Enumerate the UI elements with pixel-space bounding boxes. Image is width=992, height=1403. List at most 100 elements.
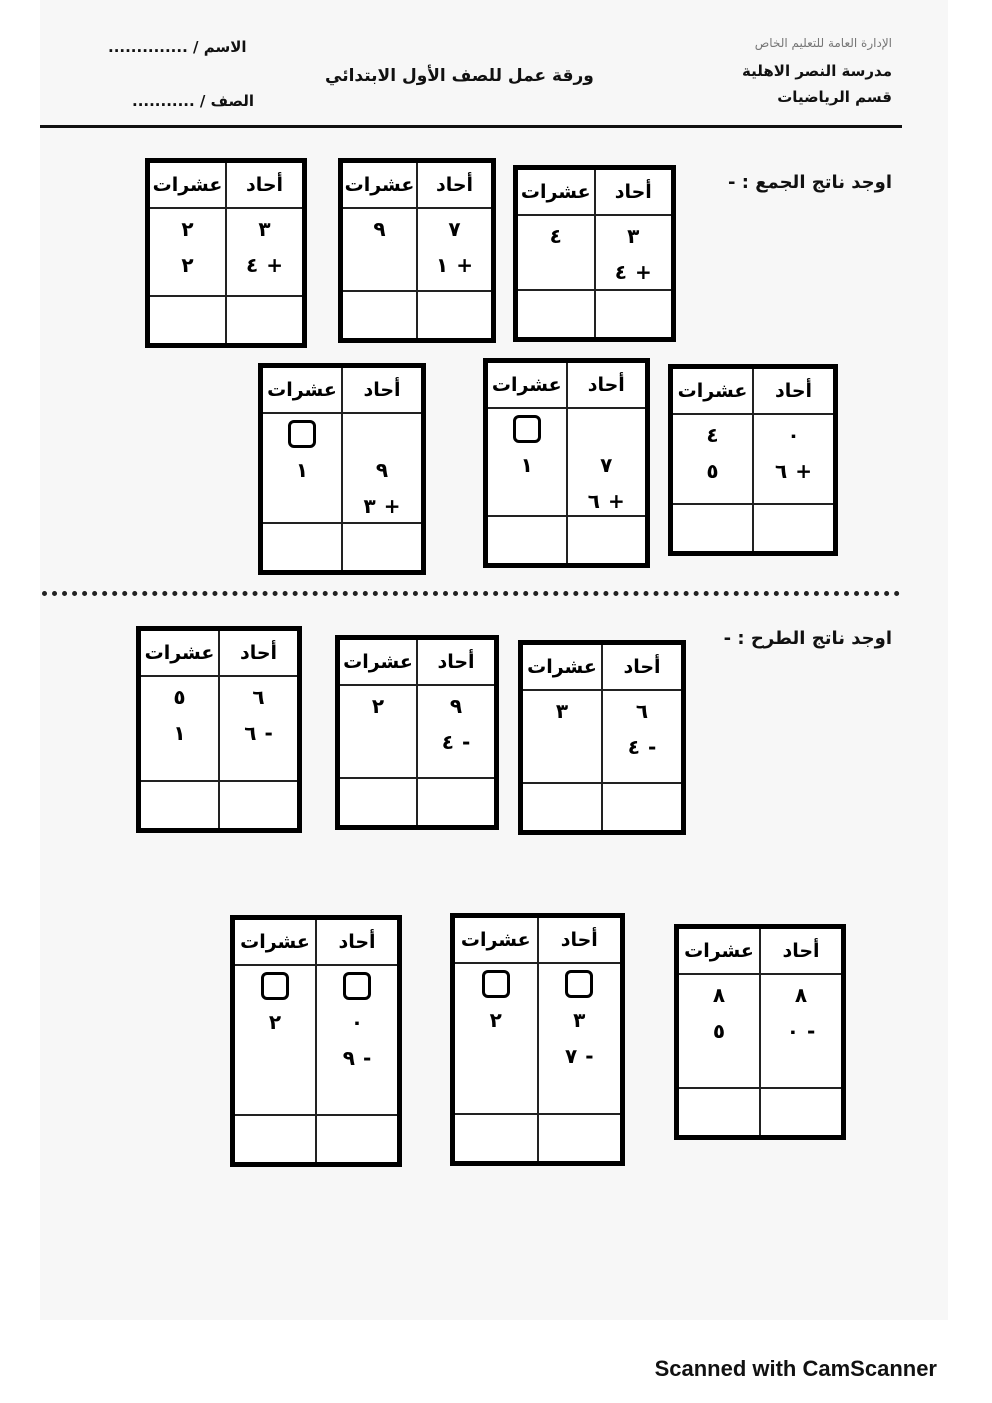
answer-row [455, 1115, 620, 1161]
carry-box[interactable] [261, 972, 289, 1000]
tens-answer-cell[interactable] [518, 291, 594, 337]
operator-sign: + [607, 489, 625, 513]
carry-box[interactable] [481, 970, 510, 998]
ones-digit: ٤ [441, 730, 454, 754]
answer-row [343, 292, 491, 338]
ones-header: أحاد [218, 631, 297, 675]
ones-header: أحاد [752, 369, 833, 413]
tens-answer-cell[interactable] [340, 779, 416, 825]
tens-answer-cell[interactable] [679, 1089, 759, 1135]
digit-line: ٣ [627, 222, 639, 250]
answer-row [679, 1089, 841, 1135]
tens-answer-cell[interactable] [673, 505, 752, 551]
tens-answer-cell[interactable] [263, 524, 341, 570]
digit-line: ٧- [565, 1042, 594, 1070]
ones-header: أحاد [225, 163, 302, 207]
digit-line: ٩ [450, 692, 462, 720]
digit-line: ١ [521, 451, 533, 479]
tens-column: ٢ [235, 966, 315, 1114]
ones-answer-cell[interactable] [759, 1089, 841, 1135]
section-divider [42, 591, 900, 596]
operator-sign: + [456, 253, 473, 277]
tens-digit: ١ [520, 453, 533, 477]
digit-line: ٣ [258, 215, 270, 243]
tens-digit: ٤ [706, 423, 719, 447]
table-body: ٩ ٤- ٢ [340, 686, 494, 779]
tens-answer-cell[interactable] [523, 784, 601, 830]
digit-line: ٥ [173, 683, 185, 711]
tens-column: ١ [263, 414, 341, 522]
digit-line: ٠ [351, 1008, 363, 1036]
digit-line: ١ [296, 456, 308, 484]
digit-line: ٤- [442, 728, 471, 756]
ones-answer-cell[interactable] [565, 517, 646, 563]
scanner-watermark: Scanned with CamScanner [654, 1356, 937, 1381]
tens-digit: ٣ [555, 699, 569, 723]
tens-header: عشرات [343, 651, 413, 673]
ones-digit: ١ [436, 253, 449, 277]
tens-header: عشرات [527, 656, 597, 678]
tens-answer-cell[interactable] [343, 292, 416, 338]
digit-line: ٧ [600, 451, 612, 479]
tens-answer-cell[interactable] [455, 1115, 537, 1161]
ones-answer-cell[interactable] [752, 505, 833, 551]
ones-answer-cell[interactable] [601, 784, 681, 830]
carry-box[interactable] [343, 972, 371, 1000]
ones-answer-cell[interactable] [416, 779, 494, 825]
tens-column: ٩ [343, 209, 416, 290]
ones-answer-cell[interactable] [218, 782, 297, 828]
tens-column: ١ [488, 409, 566, 515]
ones-answer-cell[interactable] [416, 292, 491, 338]
digit-line: ٥ [706, 457, 718, 485]
ones-answer-cell[interactable] [536, 1115, 621, 1161]
digit-line: ٤ [706, 421, 718, 449]
ones-answer-cell[interactable] [341, 524, 421, 570]
operator-sign: - [647, 735, 657, 759]
tens-header: عشرات [344, 174, 415, 196]
name-field: الاسم / .............. [108, 38, 247, 56]
tens-digit: ١ [295, 458, 309, 482]
answer-row [263, 524, 421, 570]
ones-digit: ٧ [600, 453, 613, 477]
carry-row [288, 420, 316, 448]
ones-digit: ٠ [350, 1010, 364, 1034]
digit-line: ٦+ [775, 457, 812, 485]
digit-line: ٢ [372, 692, 384, 720]
carry-box[interactable] [288, 420, 316, 448]
tens-answer-cell[interactable] [488, 517, 566, 563]
tens-column: ٤ [518, 216, 594, 289]
digit-line: ٦+ [588, 487, 625, 515]
ones-header: أحاد [593, 170, 672, 214]
tens-answer-cell[interactable] [235, 1116, 315, 1162]
ones-answer-cell[interactable] [225, 297, 302, 343]
addition-instruction: اوجد ناتج الجمع : - [728, 172, 892, 193]
carry-box[interactable] [565, 970, 594, 998]
worksheet-title: ورقة عمل للصف الأول الابتدائي [325, 66, 594, 86]
subtraction-instruction: اوجد ناتج الطرح : - [723, 628, 892, 649]
ones-answer-cell[interactable] [315, 1116, 397, 1162]
ones-answer-cell[interactable] [593, 291, 672, 337]
tens-answer-cell[interactable] [150, 297, 225, 343]
carry-row [512, 415, 541, 443]
carry-box[interactable] [512, 415, 541, 443]
ones-header: أحاد [416, 640, 494, 684]
tens-answer-cell[interactable] [141, 782, 218, 828]
